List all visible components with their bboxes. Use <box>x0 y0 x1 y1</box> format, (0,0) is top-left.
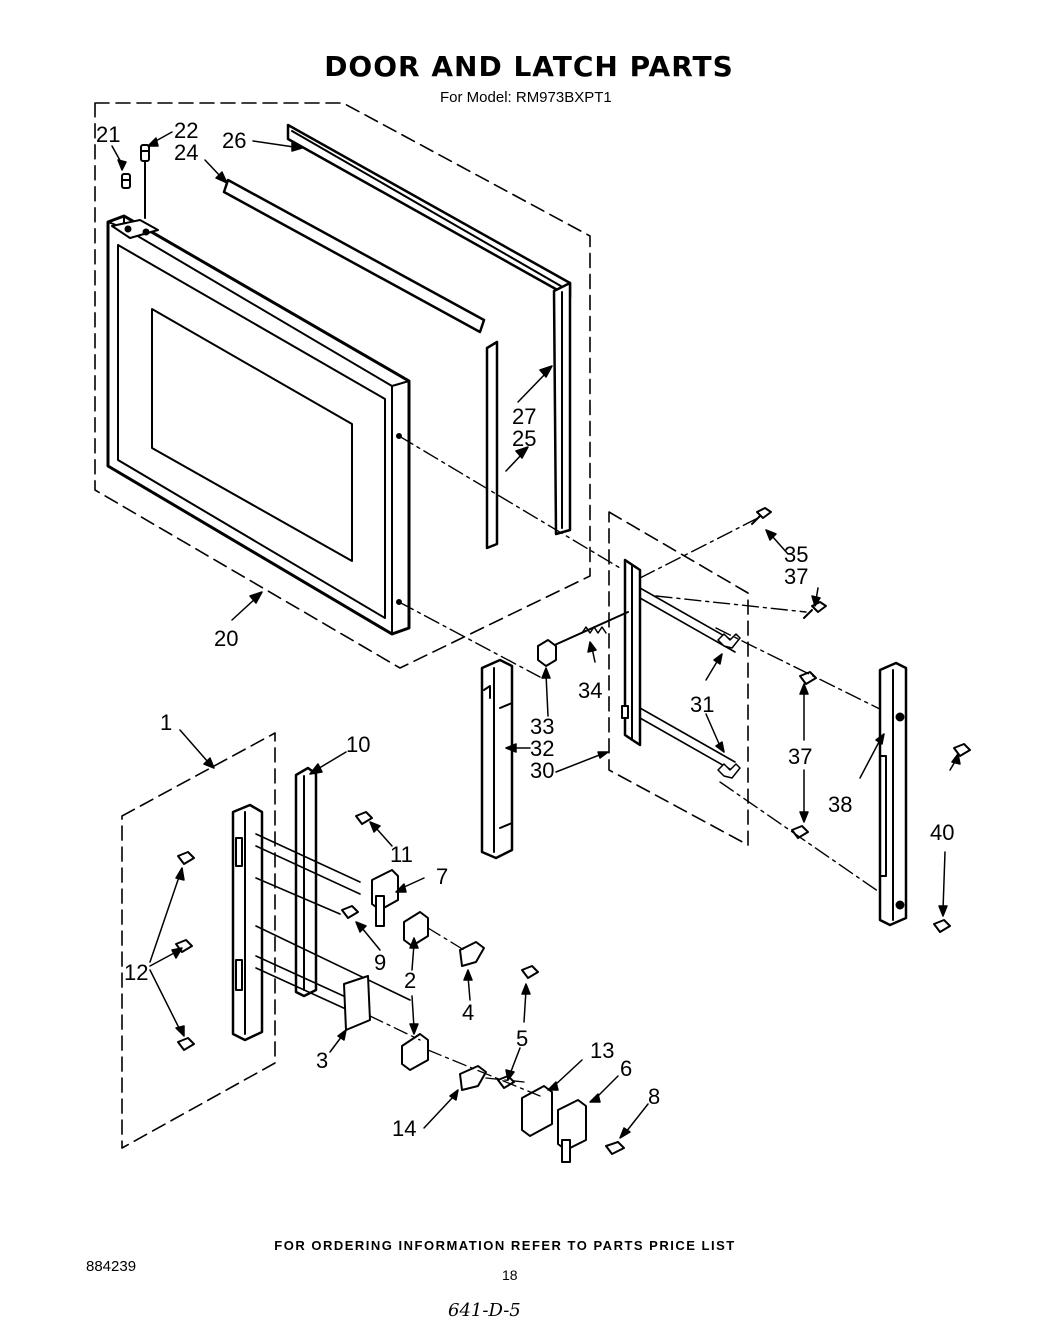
screw-21 <box>121 173 131 189</box>
callout-20: 20 <box>214 626 238 651</box>
model-subtitle: For Model: RM973BXPT1 <box>440 89 612 106</box>
switch-7 <box>371 869 399 927</box>
callout-5: 5 <box>516 1026 528 1051</box>
callout-38: 38 <box>828 792 852 817</box>
screw-40 <box>933 743 971 933</box>
callout-40: 40 <box>930 820 954 845</box>
callout-21: 21 <box>96 122 120 147</box>
callout-37-mid: 37 <box>788 744 812 769</box>
door-assembly-boundary <box>94 102 591 669</box>
spring-31 <box>717 633 741 779</box>
door-frame <box>106 214 411 636</box>
door-leader-lines <box>111 131 553 621</box>
callout-35: 35 <box>784 542 808 567</box>
callout-13: 13 <box>590 1038 614 1063</box>
callout-labels: 21 22 24 26 27 25 20 35 37 34 31 33 32 3… <box>96 118 954 1141</box>
cam-14 <box>459 1065 487 1091</box>
handwritten-note: 641-D-5 <box>448 1300 521 1321</box>
hinge-38 <box>878 661 908 927</box>
screws-12 <box>175 851 195 1051</box>
callout-25: 25 <box>512 426 536 451</box>
callout-4: 4 <box>462 1000 474 1025</box>
callout-11: 11 <box>390 842 413 867</box>
callout-24: 24 <box>174 140 198 165</box>
page-number: 18 <box>502 1267 518 1283</box>
callout-26: 26 <box>222 128 246 153</box>
switch-13 <box>521 1085 553 1137</box>
switch-rods <box>255 833 411 1011</box>
callout-33: 33 <box>530 714 554 739</box>
actuator-2-bottom <box>401 1033 429 1071</box>
screw-5-top <box>521 965 539 979</box>
ordering-note: FOR ORDERING INFORMATION REFER TO PARTS … <box>274 1238 736 1253</box>
callout-3: 3 <box>316 1048 328 1073</box>
latch-leader-lines <box>505 529 961 917</box>
screw-37-bottom <box>791 825 809 839</box>
screw-8 <box>605 1141 625 1155</box>
plate-3 <box>343 975 371 1031</box>
latch-assembly-boundary <box>608 511 749 846</box>
latch-handle-32 <box>480 658 514 860</box>
door-seal-26-27 <box>286 123 572 536</box>
switch-leader-lines <box>149 729 649 1139</box>
switch-assembly-boundary <box>121 732 276 1149</box>
callout-2: 2 <box>404 968 416 993</box>
callout-22: 22 <box>174 118 198 143</box>
callout-12: 12 <box>124 960 148 985</box>
switch-bracket <box>231 803 264 1042</box>
latch-hook-33 <box>537 639 557 667</box>
screw-11 <box>355 811 373 825</box>
callout-37-top: 37 <box>784 564 808 589</box>
callout-8: 8 <box>648 1084 660 1109</box>
switch-dash-lines <box>369 927 541 1097</box>
cam-4 <box>459 941 485 967</box>
choke-strip-24 <box>222 178 486 334</box>
latch-rods <box>639 587 736 773</box>
callout-14: 14 <box>392 1116 416 1141</box>
bar-10 <box>294 766 318 998</box>
actuator-2-top <box>403 911 429 947</box>
screw-9 <box>341 905 359 919</box>
callout-10: 10 <box>346 732 370 757</box>
callout-7: 7 <box>436 864 448 889</box>
callout-1: 1 <box>160 710 172 735</box>
latch-frame-30 <box>621 558 642 747</box>
latch-rod-34 <box>547 611 629 649</box>
document-number: 884239 <box>86 1258 137 1275</box>
screw-35 <box>751 507 772 525</box>
callout-6: 6 <box>620 1056 632 1081</box>
callout-31: 31 <box>690 692 714 717</box>
page-title: DOOR AND LATCH PARTS <box>324 50 734 83</box>
callout-32: 32 <box>530 736 554 761</box>
strip-25 <box>485 340 499 550</box>
callout-30: 30 <box>530 758 554 783</box>
screw-22 <box>140 144 150 219</box>
callout-9: 9 <box>374 950 386 975</box>
callout-34: 34 <box>578 678 602 703</box>
callout-27: 27 <box>512 404 536 429</box>
switch-6 <box>557 1099 587 1163</box>
